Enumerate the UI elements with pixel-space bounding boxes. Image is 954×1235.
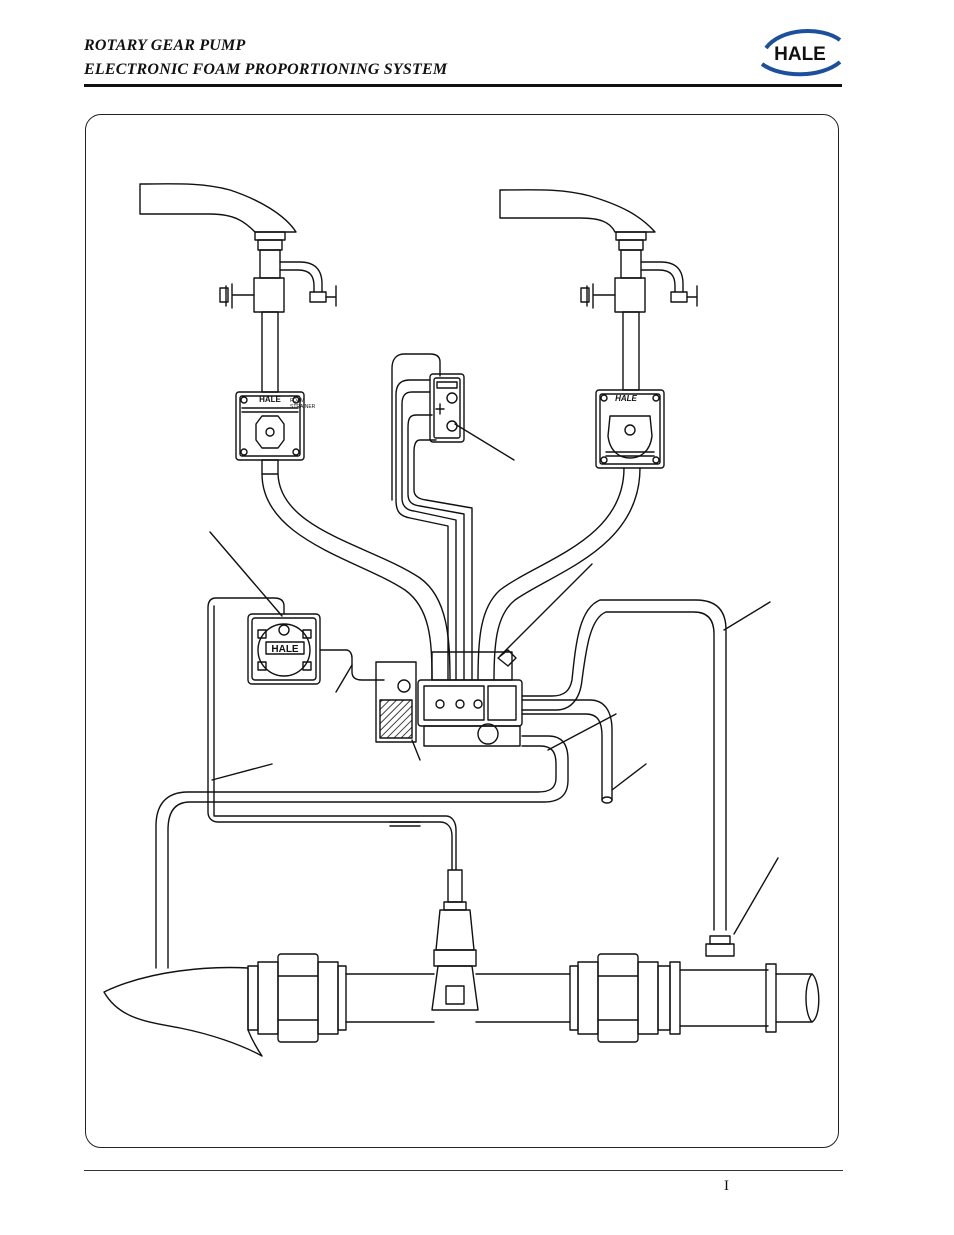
flow-sensor (431, 869, 479, 1011)
logo-swoosh-bottom (760, 60, 842, 77)
callout-line-flush (547, 713, 617, 751)
left-strainer-label-2: STRAINER (290, 404, 316, 410)
cable-clamp (389, 821, 421, 827)
callout-line-cable (335, 664, 353, 693)
selector-module (429, 373, 515, 461)
document-title-line1: ROTARY GEAR PUMP (84, 37, 246, 54)
foam-pump-manifold (375, 563, 593, 761)
logo-text: HALE (774, 44, 826, 65)
water-discharge-pipe (103, 857, 820, 1057)
figure-frame (85, 114, 839, 1148)
page-number: I (724, 1178, 729, 1194)
display-readout: HALE (271, 644, 299, 655)
header-rule (84, 84, 842, 87)
callout-line-return-hose (723, 601, 771, 631)
right-strainer-brand: HALE (615, 394, 637, 403)
control-display-unit (209, 531, 385, 693)
callout-line-manifold (499, 563, 593, 657)
left-strainer-label-1: FOAM (290, 398, 304, 404)
logo-swoosh-top (764, 29, 842, 50)
right-foam-strainer (595, 389, 665, 469)
left-foam-strainer (235, 391, 305, 475)
sensor-cable-inner (213, 605, 457, 871)
right-tank-valve-assembly (499, 189, 698, 391)
callout-line-pump (411, 739, 421, 761)
footer-rule (84, 1170, 843, 1171)
left-tank-outline (139, 183, 297, 233)
callout-line-selector (454, 423, 515, 461)
right-tank-outline (499, 189, 656, 233)
callout-line-display (209, 531, 283, 617)
left-tank-valve-assembly (139, 183, 337, 393)
hale-logo: HALE (760, 29, 842, 77)
foam-supply-hoses (261, 467, 641, 681)
discharge-hoses (155, 599, 771, 969)
callout-line-check-valve (733, 857, 779, 935)
callout-line-sensor-cable (211, 763, 273, 781)
control-cables (391, 353, 473, 681)
callout-line-tank-return (611, 763, 647, 791)
sensor-cable (207, 597, 453, 871)
document-title-line2: ELECTRONIC FOAM PROPORTIONING SYSTEM (84, 61, 448, 78)
left-strainer-brand: HALE (259, 395, 281, 404)
